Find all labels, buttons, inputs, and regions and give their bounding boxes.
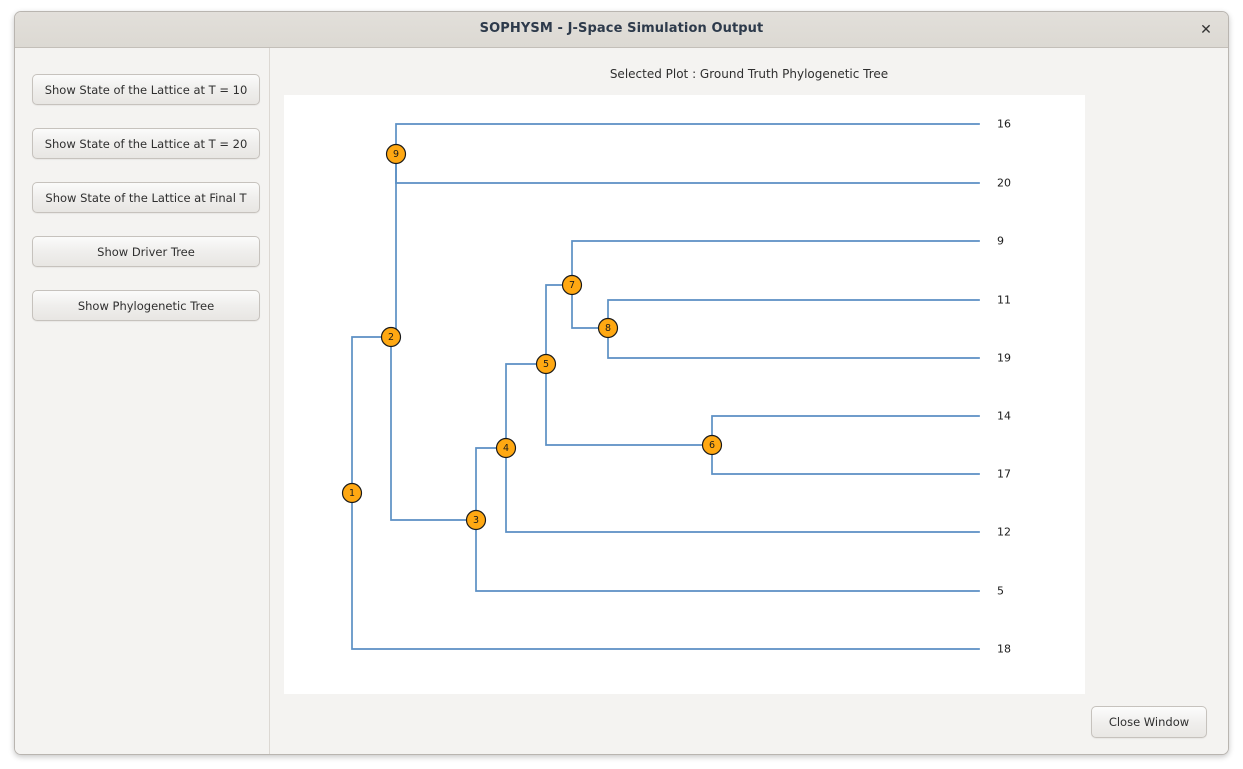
tree-branch [475, 519, 980, 592]
tree-branch [571, 284, 609, 329]
node-circle-icon[interactable] [597, 317, 619, 339]
tree-node-7[interactable]: 7 [561, 274, 583, 296]
tree-branch [395, 153, 980, 184]
node-circle-icon[interactable] [701, 434, 723, 456]
tree-node-5[interactable]: 5 [535, 353, 557, 375]
node-circle-icon[interactable] [380, 326, 402, 348]
tree-branch [571, 240, 980, 286]
leaf-label: 5 [997, 585, 1004, 598]
leaf-label: 19 [997, 352, 1011, 365]
tree-branch [351, 336, 392, 494]
simulation-output-window: SOPHYSM - J-Space Simulation Output ✕ Sh… [14, 11, 1229, 755]
show-lattice-final-button[interactable]: Show State of the Lattice at Final T [32, 182, 260, 213]
tree-branch [395, 123, 980, 155]
close-window-button[interactable]: Close Window [1091, 706, 1207, 738]
leaf-label: 12 [997, 526, 1011, 539]
tree-branch [505, 363, 547, 449]
window-title: SOPHYSM - J-Space Simulation Output [479, 21, 764, 36]
tree-node-group: 1 2 3 4 5 6 78 9 [341, 143, 723, 531]
tree-branch [390, 153, 397, 338]
leaf-label: 16 [997, 118, 1011, 131]
tree-branch [475, 447, 507, 521]
tree-edge-group [351, 123, 980, 650]
tree-branch [390, 336, 477, 521]
node-circle-icon[interactable] [465, 509, 487, 531]
tree-branch [351, 492, 980, 650]
sidebar: Show State of the Lattice at T = 10 Show… [15, 48, 270, 754]
tree-branch [607, 299, 980, 329]
leaf-label-group: 16 20 9 11 19 14 17 12 5 18 [997, 118, 1011, 656]
tree-node-2[interactable]: 2 [380, 326, 402, 348]
tree-node-1[interactable]: 1 [341, 482, 363, 504]
tree-branch [711, 444, 980, 475]
node-circle-icon[interactable] [385, 143, 407, 165]
tree-node-9[interactable]: 9 [385, 143, 407, 165]
tree-node-3[interactable]: 3 [465, 509, 487, 531]
node-circle-icon[interactable] [535, 353, 557, 375]
tree-node-4[interactable]: 4 [495, 437, 517, 459]
show-lattice-t20-button[interactable]: Show State of the Lattice at T = 20 [32, 128, 260, 159]
node-circle-icon[interactable] [561, 274, 583, 296]
tree-branch [505, 447, 980, 533]
show-driver-tree-button[interactable]: Show Driver Tree [32, 236, 260, 267]
tree-branch [545, 363, 713, 446]
content-area: Selected Plot : Ground Truth Phylogeneti… [270, 48, 1228, 754]
window-body: Show State of the Lattice at T = 10 Show… [15, 48, 1228, 754]
close-icon[interactable]: ✕ [1200, 22, 1212, 38]
leaf-label: 14 [997, 410, 1011, 423]
tree-branch [711, 415, 980, 446]
selected-plot-title: Selected Plot : Ground Truth Phylogeneti… [609, 67, 889, 81]
tree-node-8[interactable]: 8 [597, 317, 619, 339]
leaf-label: 11 [997, 294, 1011, 307]
window-title-bar: SOPHYSM - J-Space Simulation Output ✕ [15, 12, 1228, 48]
node-circle-icon[interactable] [495, 437, 517, 459]
leaf-label: 17 [997, 468, 1011, 481]
tree-node-6[interactable]: 6 [701, 434, 723, 456]
node-circle-icon[interactable] [341, 482, 363, 504]
show-lattice-t10-button[interactable]: Show State of the Lattice at T = 10 [32, 74, 260, 105]
tree-branch [607, 327, 980, 359]
leaf-label: 9 [997, 235, 1004, 248]
tree-branch [545, 284, 573, 365]
leaf-label: 20 [997, 177, 1011, 190]
leaf-label: 18 [997, 643, 1011, 656]
show-phylogenetic-tree-button[interactable]: Show Phylogenetic Tree [32, 290, 260, 321]
